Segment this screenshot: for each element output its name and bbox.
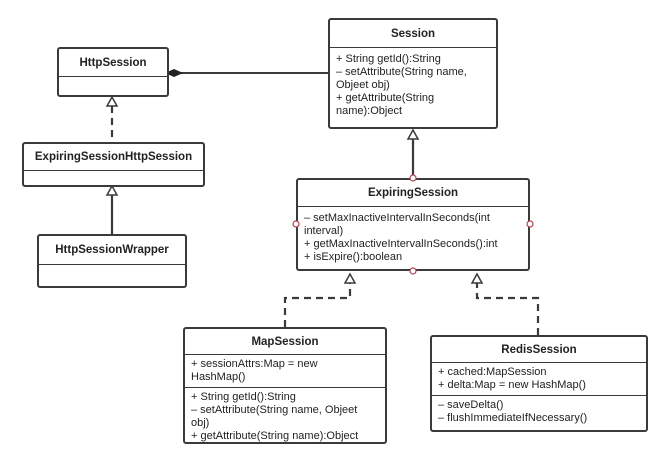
class-expiring-session-operations: – setMaxInactiveIntervalInSeconds(int in… [298,207,528,267]
operation: – setMaxInactiveIntervalInSeconds(int [304,212,490,224]
realization-arrowhead-http [105,95,119,107]
class-http-session-wrapper-name: HttpSessionWrapper [39,236,185,265]
inheritance-arrowhead-wrapper [105,184,119,196]
operation-continuation: name):Object [336,105,403,117]
operation: + String getId():String [191,391,296,403]
class-http-session-wrapper[interactable]: HttpSessionWrapper [37,234,187,288]
class-http-session[interactable]: HttpSession [57,47,169,97]
operation: + getMaxInactiveIntervalInSeconds():int [304,238,498,250]
realization-line-map [283,283,352,327]
attribute: + sessionAttrs:Map = new [191,358,318,370]
attribute: + cached:MapSession [438,366,547,378]
class-map-session-attributes: + sessionAttrs:Map = new HashMap() [185,355,385,388]
class-redis-session[interactable]: RedisSession + cached:MapSession + delta… [430,335,648,432]
class-map-session-operations: + String getId():String – setAttribute(S… [185,388,385,446]
attribute: + delta:Map = new HashMap() [438,379,586,391]
operation: – saveDelta() [438,399,504,411]
class-redis-session-name: RedisSession [432,337,646,363]
class-http-session-wrapper-body [39,265,185,286]
class-expiring-session-name: ExpiringSession [298,180,528,207]
operation: – setAttribute(String name, Objeet [191,404,358,416]
realization-arrowhead-map [343,272,357,284]
operation: + getAttribute(String name):Object [191,430,359,442]
operation-continuation: interval) [304,225,344,237]
class-session-name: Session [330,20,496,48]
operation: – flushImmediateIfNecessary() [438,412,588,424]
class-redis-session-operations: – saveDelta() – flushImmediateIfNecessar… [432,396,646,428]
operation-continuation: Objeet obj) [336,79,390,91]
realization-line-redis [475,283,540,335]
attribute-continuation: HashMap() [191,371,246,383]
class-redis-session-attributes: + cached:MapSession + delta:Map = new Ha… [432,363,646,396]
operation-continuation: obj) [191,417,210,429]
class-map-session-name: MapSession [185,329,385,355]
class-map-session[interactable]: MapSession + sessionAttrs:Map = new Hash… [183,327,387,444]
class-expiring-session[interactable]: ExpiringSession – setMaxInactiveInterval… [296,178,530,271]
class-expiring-session-http-session-name: ExpiringSessionHttpSession [24,144,203,171]
operation: + getAttribute(String [336,92,435,104]
operation: + isExpire():boolean [304,251,403,263]
realization-arrowhead-redis [470,272,484,284]
class-http-session-body [59,77,167,95]
operation: – setAttribute(String name, [336,66,467,78]
class-expiring-session-http-session-body [24,171,203,185]
inheritance-arrowhead-expiring [406,128,420,140]
class-session-operations: + String getId():String – setAttribute(S… [330,48,496,121]
operation: + String getId():String [336,53,441,65]
class-http-session-name: HttpSession [59,49,167,77]
class-session[interactable]: Session + String getId():String – setAtt… [328,18,498,129]
class-expiring-session-http-session[interactable]: ExpiringSessionHttpSession [22,142,205,187]
